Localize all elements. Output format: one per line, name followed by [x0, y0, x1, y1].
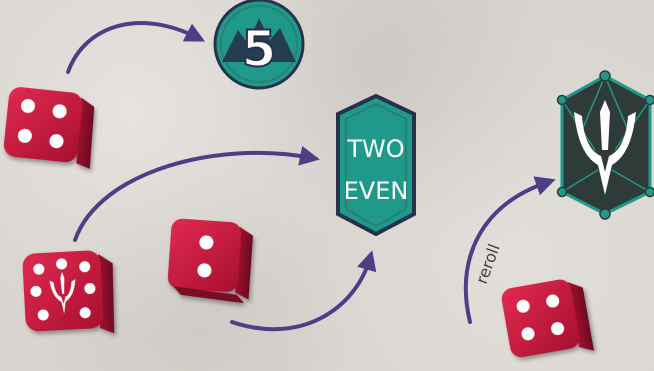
- two-even-token[interactable]: TWO EVEN: [338, 96, 414, 234]
- number-token-label: 5: [242, 20, 277, 78]
- symbol-token[interactable]: [558, 71, 654, 219]
- die-four-reroll[interactable]: [500, 276, 594, 365]
- number-five-token[interactable]: 5: [215, 0, 303, 88]
- condition-line-2: EVEN: [344, 177, 409, 205]
- arrow-two-die-to-two-even: [232, 258, 370, 329]
- arrow-die-to-five: [68, 23, 198, 72]
- condition-line-1: TWO: [346, 135, 404, 163]
- reroll-label: reroll: [472, 241, 504, 286]
- die-symbol[interactable]: [22, 249, 116, 338]
- die-four[interactable]: [2, 86, 97, 169]
- die-two[interactable]: [166, 218, 253, 304]
